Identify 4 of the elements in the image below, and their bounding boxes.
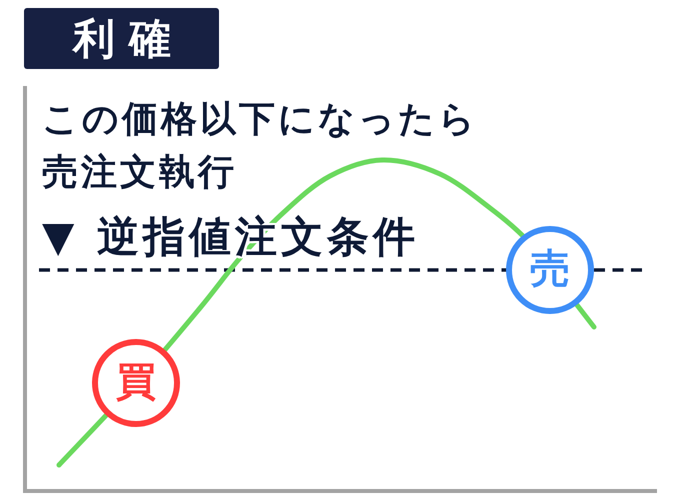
title-banner: 利確 xyxy=(24,8,219,69)
sell-circle: 売 xyxy=(506,226,594,314)
condition-text: この価格以下になったら売注文執行 xyxy=(42,98,479,195)
buy-circle: 買 xyxy=(92,339,180,427)
